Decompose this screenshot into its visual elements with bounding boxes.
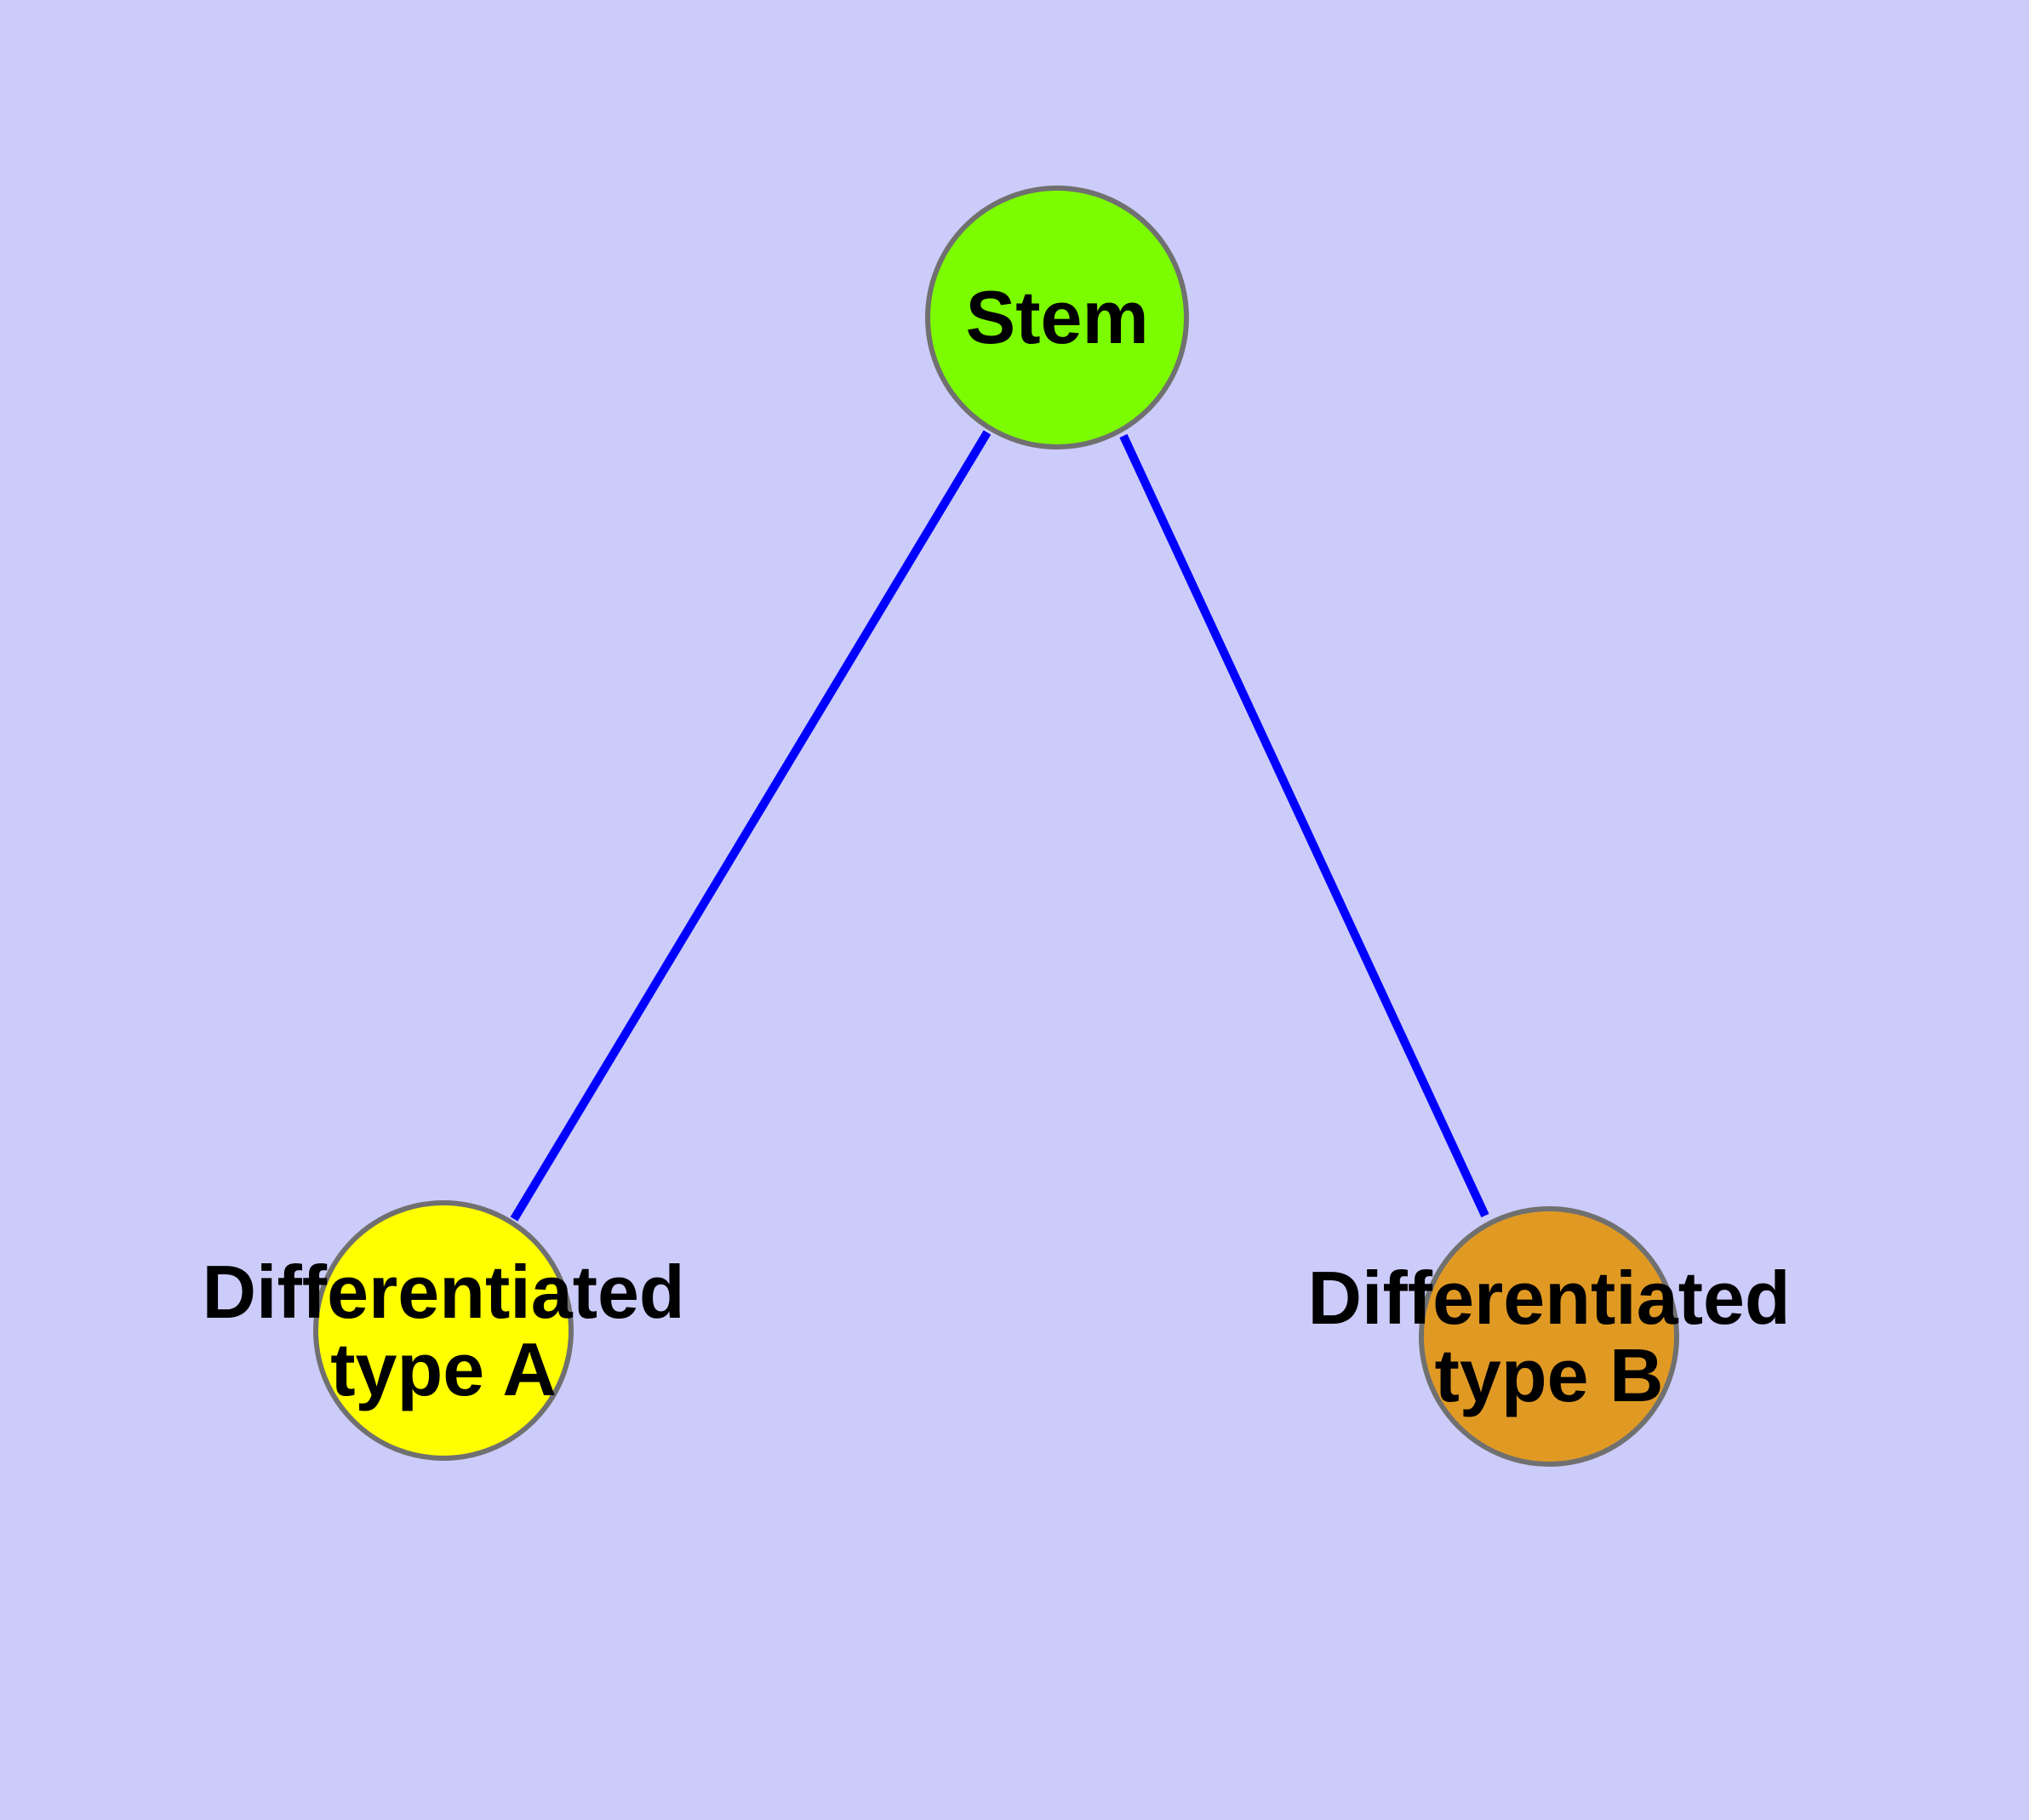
node-differentiated-type-a[interactable]: [313, 1200, 574, 1461]
edge-layer: [510, 430, 1489, 1222]
node-differentiated-type-b[interactable]: [1419, 1206, 1679, 1467]
node-layer: [313, 186, 1679, 1467]
edge-stem-to-differentiated-type-b[interactable]: [1119, 433, 1489, 1218]
edge-stem-to-differentiated-type-a[interactable]: [510, 430, 992, 1222]
node-stem[interactable]: [925, 186, 1189, 449]
